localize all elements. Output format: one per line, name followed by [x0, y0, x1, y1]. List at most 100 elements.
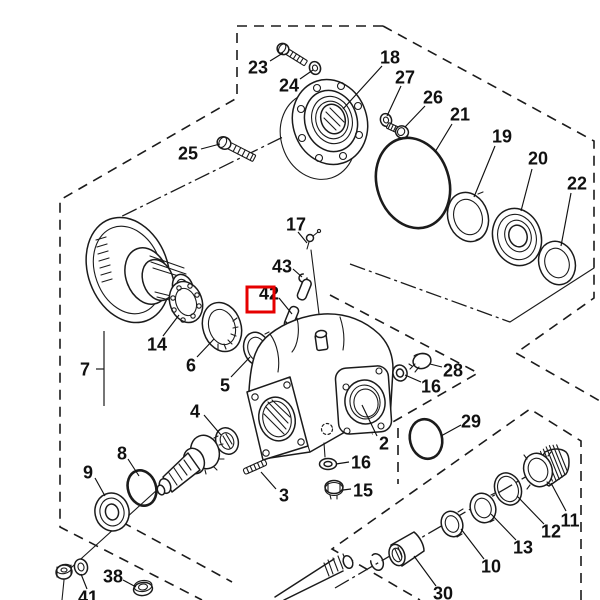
o-ring-21-art	[374, 136, 452, 230]
collar-30-art	[388, 531, 425, 567]
part-16-lower-leader	[335, 461, 350, 465]
part-14-label: 14	[147, 335, 167, 355]
stud-3-art	[242, 459, 268, 475]
bearing-20-art	[491, 207, 543, 267]
o-ring-8-art	[126, 469, 158, 507]
part-26-label: 26	[423, 88, 443, 108]
part-13-leader	[490, 513, 517, 541]
part-2-leader	[361, 404, 378, 437]
part-19-leader	[473, 145, 496, 198]
bottom-left-region-edge	[121, 521, 233, 583]
part-16-lower-label: 16	[351, 453, 371, 473]
bushing-10-art	[440, 508, 464, 538]
part-20-label: 20	[528, 149, 548, 169]
part-8-leader	[127, 458, 140, 477]
mid-axis-extension	[509, 267, 595, 323]
part-16-upper-leader	[404, 374, 422, 383]
part-27-leader	[386, 85, 402, 117]
washer-16-lower-art	[318, 457, 338, 471]
part-18-label: 18	[380, 48, 400, 68]
part-18-cover-art	[279, 78, 369, 180]
part-10-label: 10	[481, 557, 501, 577]
bolt-23-art	[276, 42, 308, 67]
part-17-label: 17	[286, 215, 306, 235]
part-28-leader	[429, 363, 443, 368]
part-38-art	[132, 579, 154, 597]
part-5-label: 5	[220, 376, 230, 396]
part-41-leader	[80, 573, 88, 590]
part-2-housing-art	[246, 313, 394, 461]
part-number-labels: 2324182726211920222517434214657489321628…	[78, 48, 587, 600]
bolt-25-art	[216, 136, 257, 162]
mid-region-chevron	[329, 294, 480, 435]
part-15-leader	[342, 488, 352, 491]
outer-boundary-left	[59, 25, 383, 600]
part-7-label: 7	[80, 360, 90, 380]
part-25-leader	[200, 143, 221, 150]
o-ring-12-art	[493, 472, 523, 506]
part-4-leader	[203, 414, 222, 436]
leader-lines	[80, 52, 572, 590]
part-17-leader	[297, 231, 308, 244]
part-3-label: 3	[279, 486, 289, 506]
coupling-11-art	[522, 444, 570, 490]
seal-13-art	[469, 492, 497, 524]
part-28-label: 28	[443, 361, 463, 381]
part-9-leader	[94, 477, 106, 497]
part-11-leader	[550, 482, 567, 512]
part-27-label: 27	[395, 68, 415, 88]
washer-24-art	[308, 60, 322, 76]
bolt-26-art	[386, 122, 410, 139]
plug-28-art	[408, 352, 432, 373]
part-4-label: 4	[190, 402, 200, 422]
part-22-leader	[560, 192, 572, 247]
part-14-leader	[162, 314, 180, 337]
part-24-leader	[299, 69, 314, 80]
part-10-leader	[460, 528, 485, 560]
part-6-label: 6	[186, 356, 196, 376]
part-29-leader	[440, 424, 462, 437]
region-boundaries	[59, 25, 600, 600]
part-12-label: 12	[541, 522, 561, 542]
part-26-leader	[404, 105, 426, 128]
part-20-leader	[520, 168, 533, 212]
bearing-14-art	[168, 280, 204, 324]
part-13-label: 13	[513, 538, 533, 558]
highlight-box	[245, 285, 276, 314]
part-25-label: 25	[178, 144, 198, 164]
part-6-leader	[196, 338, 215, 358]
nut-art	[55, 563, 73, 580]
driveshaft-art	[274, 553, 354, 600]
part-23-leader	[269, 52, 284, 62]
part-22-label: 22	[567, 174, 587, 194]
mid-axis-line	[349, 263, 511, 323]
breather-17-art	[305, 228, 322, 250]
part-38-leader	[122, 579, 137, 588]
washer-41-art	[73, 558, 89, 576]
part-15-label: 15	[353, 481, 373, 501]
circlip-art	[369, 553, 385, 571]
part-5-leader	[230, 356, 251, 378]
part-7-flange-assembly-art	[85, 216, 195, 324]
part-18-leader	[342, 65, 383, 110]
part-43-leader	[292, 268, 303, 278]
part-41-label: 41	[78, 588, 98, 600]
o-ring-29-art	[408, 417, 444, 461]
part-42-leader	[278, 297, 293, 315]
bearing-4-art	[214, 427, 240, 455]
pinion-shaft-art	[156, 434, 225, 496]
part-43-label: 43	[272, 257, 292, 277]
part-3-leader	[260, 471, 277, 490]
part-24-label: 24	[279, 76, 299, 96]
washer-16-upper-art	[392, 364, 408, 382]
part-16-upper-label: 16	[421, 377, 441, 397]
part-19-label: 19	[492, 127, 512, 147]
part-21-leader	[434, 123, 453, 153]
part-8-label: 8	[117, 444, 127, 464]
upper-group-axis-line	[97, 135, 286, 229]
outer-boundary-right	[382, 25, 600, 402]
part-23-label: 23	[248, 58, 268, 78]
part-12-leader	[516, 495, 545, 525]
